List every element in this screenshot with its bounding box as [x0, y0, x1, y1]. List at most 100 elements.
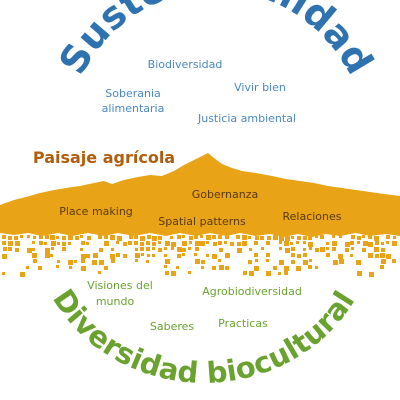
pixel-fragment [110, 254, 115, 259]
pixel-fragment [309, 259, 312, 262]
pixel-fragment [44, 242, 47, 245]
pixel-fragment [368, 235, 372, 239]
pixel-fragment [273, 266, 277, 270]
pixel-fragment [39, 235, 43, 239]
pixel-fragment [213, 242, 217, 246]
pixel-fragment [50, 254, 53, 257]
pixel-fragment [380, 253, 385, 258]
term-soberania-line2: alimentaria [102, 102, 165, 115]
pixel-fragment [230, 242, 234, 246]
pixel-fragment [218, 241, 222, 245]
pixel-fragment [2, 254, 7, 259]
pixel-fragment [104, 241, 109, 246]
pixel-fragment [165, 259, 170, 264]
pixel-fragment [363, 241, 368, 246]
pixel-fragment [14, 236, 18, 240]
pixel-fragment [332, 247, 336, 251]
pixel-fragment [2, 272, 5, 275]
pixel-fragment [308, 236, 312, 240]
pixel-fragment [75, 236, 79, 240]
pixel-fragment [279, 241, 282, 244]
pixel-fragment [188, 271, 191, 274]
pixel-fragment [225, 266, 229, 270]
pixel-fragment [284, 271, 288, 275]
pixel-fragment [51, 241, 56, 246]
pixel-fragment [62, 247, 66, 251]
pixel-fragment [3, 247, 7, 251]
pixel-fragment [243, 271, 247, 275]
pixel-fragment [248, 236, 251, 239]
pixel-fragment [249, 271, 254, 276]
pixel-fragment [165, 241, 170, 246]
pixel-fragment [303, 260, 308, 265]
pixel-fragment [195, 241, 200, 246]
pixel-fragment [104, 235, 108, 239]
pixel-fragment [177, 247, 182, 252]
pixel-fragment [350, 254, 353, 257]
landscape-silhouette [0, 153, 400, 237]
pixel-fragment [255, 236, 259, 240]
term-biodiversidad: Biodiversidad [148, 58, 223, 71]
pixel-fragment [195, 247, 199, 251]
term-gobernanza: Gobernanza [192, 188, 259, 201]
pixel-fragment [57, 242, 60, 245]
pixel-fragment [189, 241, 192, 244]
pixel-fragment [164, 254, 167, 257]
pixel-fragment [134, 235, 138, 239]
pixel-fragment [171, 242, 176, 247]
pixel-fragment [135, 253, 140, 258]
pixel-fragment [171, 271, 176, 276]
pixel-fragment [308, 265, 312, 269]
pixel-fragment [357, 236, 361, 240]
pixel-fragment [182, 253, 185, 256]
pixel-fragment [296, 266, 301, 271]
pixel-fragment [333, 260, 338, 265]
pixel-fragment [62, 242, 66, 246]
pixel-fragment [68, 260, 73, 265]
pixel-fragment [135, 259, 138, 262]
pixel-fragment [261, 247, 264, 250]
pixel-fragment [254, 266, 259, 271]
pixel-fragment [296, 241, 299, 244]
pixel-fragment [80, 235, 83, 238]
pixel-fragment [357, 241, 360, 244]
term-vivir-bien: Vivir bien [234, 81, 286, 94]
pixel-fragment [326, 242, 329, 245]
pixel-fragment [303, 253, 307, 257]
pixel-fragment [99, 248, 103, 252]
pixel-fragment [212, 235, 216, 239]
pixel-fragment [326, 247, 329, 250]
pixel-fragment [351, 235, 355, 239]
pixel-fragment [285, 236, 290, 241]
pixel-fragment [92, 260, 97, 265]
pixel-fragment [45, 253, 50, 258]
pixel-fragment [147, 254, 150, 257]
pixel-fragment [147, 235, 151, 239]
pixel-fragment [68, 242, 71, 245]
pixel-fragment [152, 236, 157, 241]
pixel-fragment [242, 235, 247, 240]
pixel-fragment [146, 247, 150, 251]
pixel-fragment [381, 242, 384, 245]
pixel-fragment [26, 266, 29, 269]
pixel-fragment [129, 235, 133, 239]
pixel-fragment [200, 241, 205, 246]
pixel-fragment [152, 254, 155, 257]
pixel-fragment [315, 266, 318, 269]
pixel-fragment [201, 266, 204, 269]
pixel-fragment [345, 248, 349, 252]
pixel-fragment [32, 248, 35, 251]
pixel-fragment [32, 241, 35, 244]
pixel-fragment [98, 235, 102, 239]
pixel-fragment [69, 266, 72, 269]
pixel-fragment [62, 236, 66, 240]
pixel-fragment [177, 254, 181, 258]
pixel-fragment [338, 254, 343, 259]
pixel-fragment [375, 241, 379, 245]
pixel-fragment [332, 235, 335, 238]
pixel-fragment [158, 236, 162, 240]
pixel-fragment [380, 265, 384, 269]
pixel-fragments [2, 235, 397, 277]
pixel-fragment [212, 266, 216, 270]
pixel-fragment [117, 236, 122, 241]
